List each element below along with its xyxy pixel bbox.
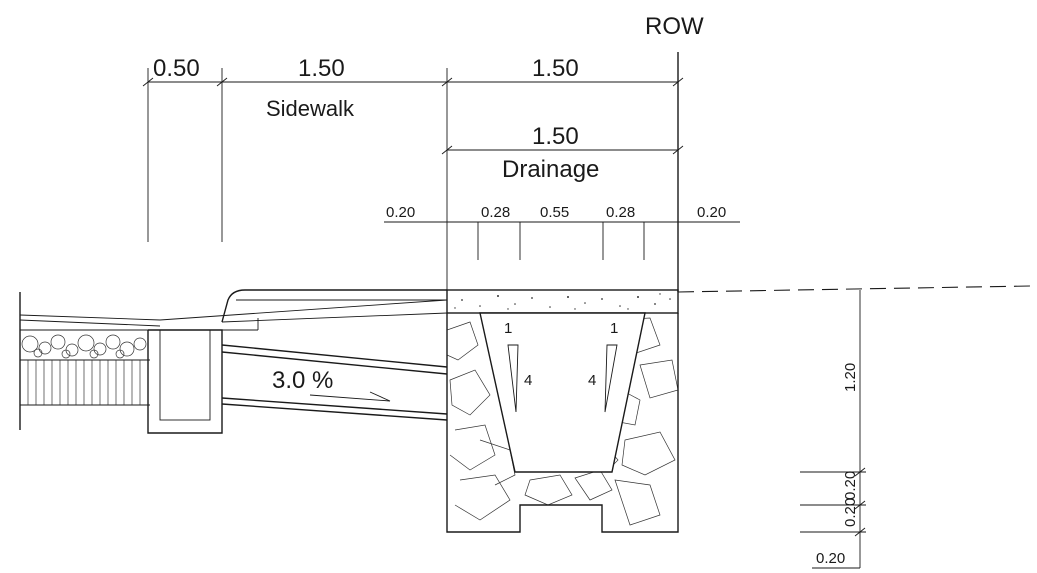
dim-left-028-label: 0.28 (481, 204, 510, 221)
dim-right-020-label: 0.20 (697, 204, 726, 221)
depth-120-label: 1.20 (842, 363, 859, 392)
reference-dashed-line (677, 285, 1031, 293)
drain-structure (446, 312, 679, 533)
slope-indicator-left (507, 344, 519, 413)
curb-block (147, 289, 448, 434)
slope-left-1-label: 1 (504, 320, 512, 337)
dim-sidewalk-width-label: 1.50 (298, 55, 345, 82)
slope-percent-label: 3.0 % (272, 367, 333, 394)
detail-dimension-line (384, 221, 740, 260)
drainage-label: Drainage (502, 156, 599, 183)
sidewalk-label: Sidewalk (266, 96, 355, 121)
top-dimension-line (142, 68, 684, 290)
row-label: ROW (645, 13, 704, 40)
left-ground (19, 292, 161, 430)
gravel-layer (21, 334, 147, 359)
dim-050-label: 0.50 (153, 55, 200, 82)
dim-drainage-width-label: 1.50 (532, 123, 579, 150)
slope-indicator-right (604, 344, 618, 413)
bottom-020-label: 0.20 (816, 550, 845, 567)
dim-left-020-label: 0.20 (386, 204, 415, 221)
dim-right-028-label: 0.28 (606, 204, 635, 221)
dim-total-width-label: 1.50 (532, 55, 579, 82)
slope-left-4-label: 4 (524, 372, 532, 389)
depth-dimension-line (800, 290, 866, 569)
sloped-pipe (221, 344, 448, 421)
slope-right-4-label: 4 (588, 372, 596, 389)
dim-mid-055-label: 0.55 (540, 204, 569, 221)
drainage-dimension-line (441, 145, 684, 155)
depth-020-a-label: 0.20 (842, 471, 859, 500)
drain-cover-slab (446, 289, 679, 314)
subbase-hatch (27, 360, 141, 405)
depth-020-b-label: 0.20 (842, 498, 859, 527)
slope-right-1-label: 1 (610, 320, 618, 337)
